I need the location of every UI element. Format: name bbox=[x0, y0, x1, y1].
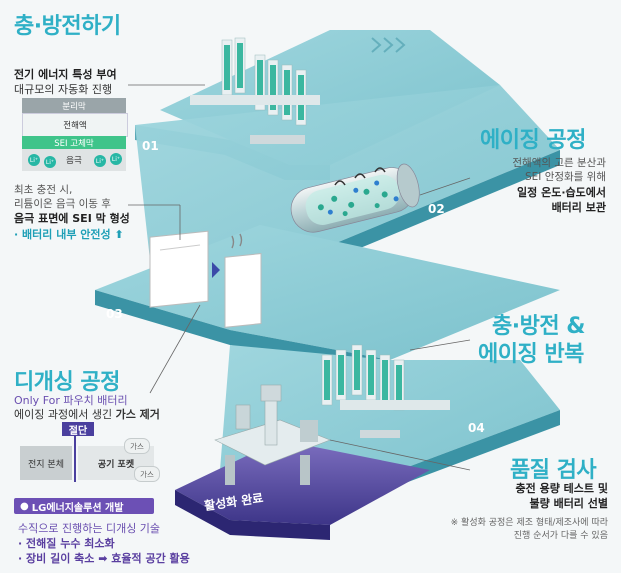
cut-line bbox=[74, 436, 76, 482]
step3-line2: 에이징 과정에서 생긴 가스 제거 bbox=[14, 406, 160, 422]
charging-racks-01 bbox=[190, 37, 320, 144]
step3-line2-b: 가스 제거 bbox=[115, 408, 160, 421]
step3-title: 디개싱 공정 bbox=[14, 370, 120, 395]
step5-line2: 불량 배터리 선별 bbox=[529, 497, 609, 510]
step1-line2: 대규모의 자동화 진행 bbox=[14, 83, 113, 96]
step-number-01-label: 01 bbox=[142, 137, 159, 151]
step4-title2: 에이징 반복 bbox=[478, 342, 584, 367]
safety-text: · 배터리 내부 안전성 bbox=[14, 228, 111, 241]
step1-line1: 전기 에너지 특성 부여 bbox=[14, 68, 117, 81]
badge-label: LG에너지솔루션 개발 bbox=[31, 502, 124, 514]
gas-bubble: 가스 bbox=[134, 466, 160, 482]
step3-desc2: · 전해질 누수 최소화 bbox=[18, 537, 115, 550]
separator-layer: 분리막 bbox=[22, 98, 126, 113]
step3-desc1: 수직으로 진행하는 디개싱 기술 bbox=[18, 522, 161, 535]
battery-layer-diagram: 분리막 전해액 SEI 고체막 음극 Li⁺ Li⁺ Li⁺ Li⁺ bbox=[14, 98, 128, 176]
gas-bubble: 가스 bbox=[124, 438, 150, 454]
electrolyte-layer: 전해액 bbox=[22, 113, 128, 137]
step3-desc3: · 장비 길이 축소 ➡ 효율적 공간 활용 bbox=[18, 552, 190, 565]
badge-dot-icon: ● bbox=[20, 500, 29, 512]
inspection-machine bbox=[214, 384, 331, 485]
step2-line4: 배터리 보관 bbox=[551, 201, 606, 214]
step5-note1: ※ 활성화 공정은 제조 형태/제조사에 따라 bbox=[450, 518, 608, 528]
step4-title: 충·방전 & bbox=[492, 314, 585, 339]
step5-line1: 충전 용량 테스트 및 bbox=[515, 482, 608, 495]
pouch-cells bbox=[149, 230, 262, 328]
step1-desc-line1: 최초 충전 시, bbox=[14, 184, 73, 196]
step1-desc-line3: 음극 표면에 SEI 막 형성 bbox=[14, 212, 130, 225]
aging-chamber bbox=[290, 163, 420, 233]
degassing-diagram: 절단 전지 본체 공기 포켓 가스 가스 bbox=[14, 422, 164, 484]
li-ion-bubble: Li⁺ bbox=[110, 153, 122, 165]
step-number-01: 01 bbox=[142, 139, 159, 153]
step5-note2: 진행 순서가 다를 수 있음 bbox=[513, 531, 608, 541]
step5-title: 품질 검사 bbox=[510, 458, 597, 483]
step1-desc-line2: 리튬이온 음극 이동 후 bbox=[14, 198, 111, 210]
step2-line1: 전해액의 고른 분산과 bbox=[512, 157, 606, 169]
sei-layer: SEI 고체막 bbox=[22, 136, 126, 149]
step2-title: 에이징 공정 bbox=[480, 128, 586, 153]
li-ion-bubble: Li⁺ bbox=[28, 154, 40, 166]
path-segment-03 bbox=[95, 225, 560, 360]
cell-body: 전지 본체 bbox=[20, 446, 72, 480]
li-ion-bubble: Li⁺ bbox=[44, 156, 56, 168]
step3-line1: Only For 파우치 배터리 bbox=[14, 394, 128, 407]
step-number-03: 03 bbox=[106, 307, 123, 321]
step1-desc-line4: · 배터리 내부 안전성 ⬆ bbox=[14, 226, 124, 242]
anode-label: 음극 bbox=[66, 156, 82, 166]
charging-racks-04 bbox=[321, 344, 450, 438]
step2-line3: 일정 온도·습도에서 bbox=[517, 186, 606, 199]
up-arrow-icon: ⬆ bbox=[114, 228, 124, 241]
li-ion-bubble: Li⁺ bbox=[94, 155, 106, 167]
step-number-02: 02 bbox=[428, 202, 445, 216]
step-number-04: 04 bbox=[468, 421, 485, 435]
step3-line2-a: 에이징 과정에서 생긴 bbox=[14, 408, 116, 421]
cut-label: 절단 bbox=[62, 422, 94, 437]
step2-line2: SEI 안정화를 위해 bbox=[524, 171, 606, 183]
step1-title: 충·방전하기 bbox=[14, 14, 121, 39]
lg-badge: ●LG에너지솔루션 개발 bbox=[14, 498, 154, 514]
